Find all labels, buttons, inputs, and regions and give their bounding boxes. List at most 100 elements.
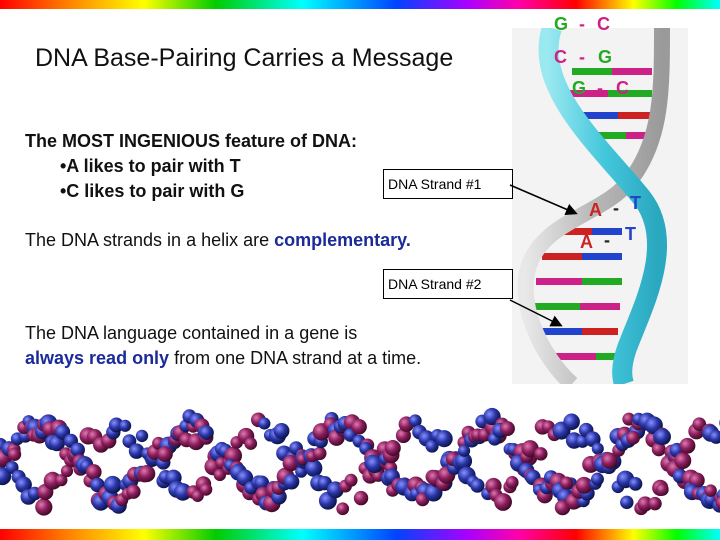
atom-sphere [282,454,300,472]
arrow-strand-2-icon [509,299,563,327]
pair-dash-5: - [604,230,610,250]
atom-sphere [135,429,149,443]
atom-sphere [384,440,401,457]
atom-sphere [344,473,358,487]
strand-1-label: DNA Strand #1 [383,169,513,199]
feature-heading: The MOST INGENIOUS feature of DNA: [25,131,358,151]
language-highlight: always read only [25,348,170,368]
atom-sphere [654,428,671,446]
base-t-1: T [630,193,641,213]
atom-sphere [258,417,271,430]
base-c-3: C [616,78,629,98]
base-c-2: C [554,47,567,67]
atom-sphere [157,446,173,462]
atom-sphere [15,476,32,493]
base-a-1: A [589,200,602,220]
atom-sphere [254,475,270,491]
atom-sphere [119,419,132,432]
atom-sphere [620,495,634,510]
complementary-highlight: complementary. [274,230,411,250]
atom-sphere [500,421,515,437]
base-g-3: G [572,78,587,98]
atom-sphere [560,476,574,490]
atom-sphere [103,475,122,494]
molecule-atoms [0,407,720,516]
pair-dash-2: - [579,47,585,67]
language-rest: from one DNA strand at a time. [169,348,422,368]
atom-sphere [601,452,618,469]
atom-sphere [283,473,300,490]
atom-sphere [534,447,548,461]
atom-sphere [637,496,653,512]
atom-sphere [128,443,145,459]
atom-sphere [715,496,720,510]
complementary-sentence: The DNA strands in a helix are complemen… [25,230,411,251]
base-pair-rungs [534,68,652,360]
atom-sphere [7,447,22,461]
arrow-pointers [509,184,578,327]
atom-sphere [336,502,350,516]
atom-sphere [199,483,213,496]
dna-helix-graphic [517,24,670,391]
rainbow-bar-top [0,0,720,9]
language-line-1: The DNA language contained in a gene is [25,323,358,343]
atom-sphere [199,425,214,440]
strand-backbone-cyan [538,24,667,388]
base-a-2: A [580,232,593,252]
atom-sphere [494,493,512,511]
pair-dash-3: - [597,78,603,98]
atom-sphere [60,464,74,478]
atom-sphere [709,430,720,444]
language-line-2: always read only from one DNA strand at … [25,348,421,369]
atom-sphere [674,452,692,469]
atom-sphere [626,431,640,445]
dna-space-filling-model [0,407,720,516]
atom-sphere [126,484,141,499]
pair-dash-1: - [579,14,585,34]
base-c-1: C [597,14,610,34]
atom-sphere [295,465,308,478]
atom-sphere [628,477,643,491]
atom-sphere [651,442,666,457]
atom-sphere [273,422,290,439]
atom-sphere [591,472,604,486]
atom-sphere [692,417,707,431]
atom-sphere [575,476,593,494]
atom-sphere [505,476,519,489]
atom-sphere [455,452,473,470]
atom-sphere [351,418,367,435]
rainbow-bar-bottom [0,529,720,540]
atom-sphere [470,478,485,493]
atom-sphere [70,442,85,458]
atom-sphere [353,490,369,506]
atom-sphere [313,446,327,461]
base-g-1: G [554,14,569,34]
atom-sphere [435,430,453,448]
pair-dash-4: - [613,198,619,218]
atom-sphere [655,483,669,496]
atom-sphere [679,437,696,454]
base-g-2: G [598,47,613,67]
atom-sphere [55,474,68,487]
bullet-c-pairs-g: •C likes to pair with G [60,181,245,201]
atom-sphere [458,444,471,457]
atom-sphere [174,483,192,501]
slide-title: DNA Base-Pairing Carries a Message [35,44,454,72]
arrow-strand-1-icon [509,184,578,215]
atom-sphere [563,413,580,431]
atom-sphere [5,460,19,474]
bullet-a-pairs-t: •A likes to pair with T [60,156,241,176]
complementary-prefix: The DNA strands in a helix are [25,230,275,250]
atom-sphere [86,464,102,480]
atom-sphere [408,414,422,428]
atom-sphere [35,498,53,516]
dna-helix-image [512,24,688,391]
atom-sphere [305,459,323,477]
atom-sphere [591,442,604,455]
strand-backbone-grey [517,27,670,391]
atom-sphere [425,439,439,453]
strand-2-label: DNA Strand #2 [383,269,513,299]
atom-sphere [244,437,258,450]
atom-sphere [704,484,717,497]
base-t-2: T [625,224,636,244]
